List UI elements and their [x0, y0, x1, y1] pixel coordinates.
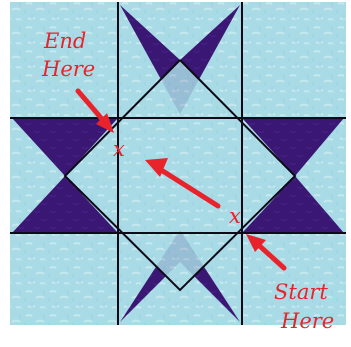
end-x-mark: x	[113, 137, 125, 161]
start-label-line1: Start	[274, 280, 328, 304]
end-label-line1: End	[43, 29, 86, 53]
end-label-line2: Here	[41, 57, 95, 81]
start-x-mark: x	[229, 204, 241, 228]
start-label-line2: Here	[280, 309, 334, 333]
